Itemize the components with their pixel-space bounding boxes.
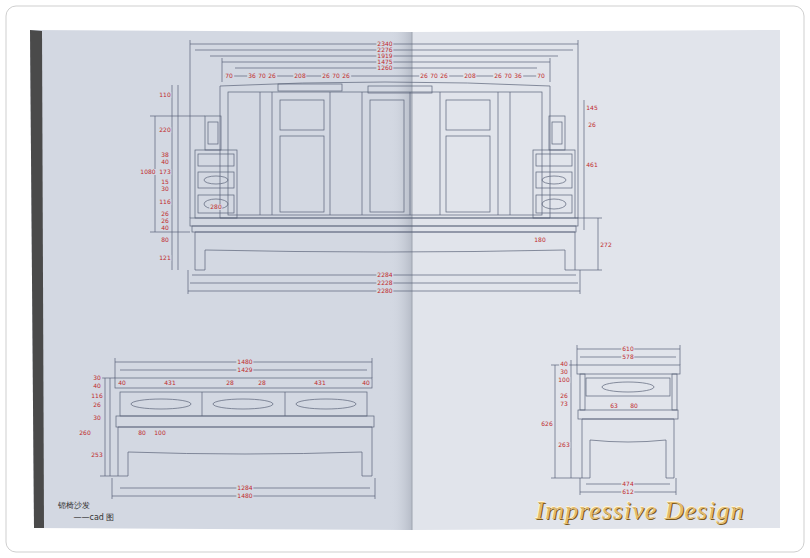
dimension-value: 220: [158, 127, 171, 133]
dimension-value: 26: [321, 73, 331, 79]
dimension-value: 26: [419, 73, 429, 79]
dimension-value: 280: [209, 204, 222, 210]
dimension-value: 1080: [139, 169, 156, 175]
dimension-value: 26: [92, 402, 102, 408]
dimension-value: 260: [78, 430, 91, 436]
dimension-value: 26: [267, 73, 277, 79]
dimension-value: 431: [163, 380, 176, 386]
dimension-value: 610: [621, 346, 634, 352]
dimension-value: 70: [503, 73, 513, 79]
dimension-value: 2280: [376, 288, 393, 294]
dimension-value: 100: [557, 377, 570, 383]
dimension-value: 38: [160, 152, 170, 158]
dimension-value: 70: [257, 73, 267, 79]
dimension-value: 80: [137, 430, 147, 436]
dimension-value: 26: [493, 73, 503, 79]
dimension-value: 578: [621, 354, 634, 360]
dimension-value: 26: [341, 73, 351, 79]
dimension-value: 28: [225, 380, 235, 386]
dimension-value: 15: [160, 179, 170, 185]
dimension-value: 116: [158, 199, 171, 205]
dimension-value: 40: [361, 380, 371, 386]
dimension-value: 110: [158, 92, 171, 98]
dimension-value: 70: [536, 73, 546, 79]
dimension-value: 40: [92, 383, 102, 389]
dimension-value: 26: [160, 211, 170, 217]
watermark: Impressive Design: [536, 498, 745, 524]
dimension-value: 30: [92, 415, 102, 421]
dimension-value: 263: [557, 442, 570, 448]
dimension-value: 116: [90, 393, 103, 399]
caption-text: 锦椅沙发: [58, 502, 90, 510]
dimension-value: 1480: [236, 493, 253, 499]
dimension-value: 26: [587, 122, 597, 128]
caption-text: ——cad 图: [74, 514, 115, 522]
dimension-value: 253: [90, 452, 103, 458]
dimension-value: 431: [313, 380, 326, 386]
dimension-value: 100: [153, 430, 166, 436]
dimension-value: 40: [160, 159, 170, 165]
dimension-value: 73: [559, 401, 569, 407]
dimension-value: 70: [331, 73, 341, 79]
dimension-value: 1284: [236, 485, 253, 491]
dimension-value: 461: [585, 162, 598, 168]
dimension-value: 1260: [376, 65, 393, 71]
dimension-value: 145: [585, 105, 598, 111]
dimension-value: 28: [257, 380, 267, 386]
dimension-value: 121: [158, 255, 171, 261]
dimension-value: 63: [609, 403, 619, 409]
dimension-value: 2228: [376, 280, 393, 286]
dimension-value: 173: [158, 169, 171, 175]
dimension-value: 26: [160, 218, 170, 224]
dimension-value: 626: [540, 421, 553, 427]
dimension-value: 1480: [236, 359, 253, 365]
dimension-value: 70: [429, 73, 439, 79]
dimension-value: 40: [559, 361, 569, 367]
dimension-value: 208: [463, 73, 476, 79]
dimension-value: 612: [621, 489, 634, 495]
dimension-value: 26: [439, 73, 449, 79]
dimension-value: 30: [92, 375, 102, 381]
dimension-value: 40: [160, 225, 170, 231]
dimension-value: 272: [599, 242, 612, 248]
dimension-value: 26: [559, 393, 569, 399]
dimension-value: 180: [533, 237, 546, 243]
dimension-value: 36: [513, 73, 523, 79]
dimension-value: 2284: [376, 272, 393, 278]
dimension-value: 70: [224, 73, 234, 79]
dimension-value: 40: [117, 380, 127, 386]
dimension-value: 80: [629, 403, 639, 409]
dimension-value: 80: [160, 237, 170, 243]
dimension-value: 30: [160, 186, 170, 192]
dimension-value: 30: [559, 369, 569, 375]
dimension-value: 474: [621, 481, 634, 487]
dimension-value: 1429: [236, 367, 253, 373]
dimension-value: 208: [293, 73, 306, 79]
dimension-value: 36: [247, 73, 257, 79]
